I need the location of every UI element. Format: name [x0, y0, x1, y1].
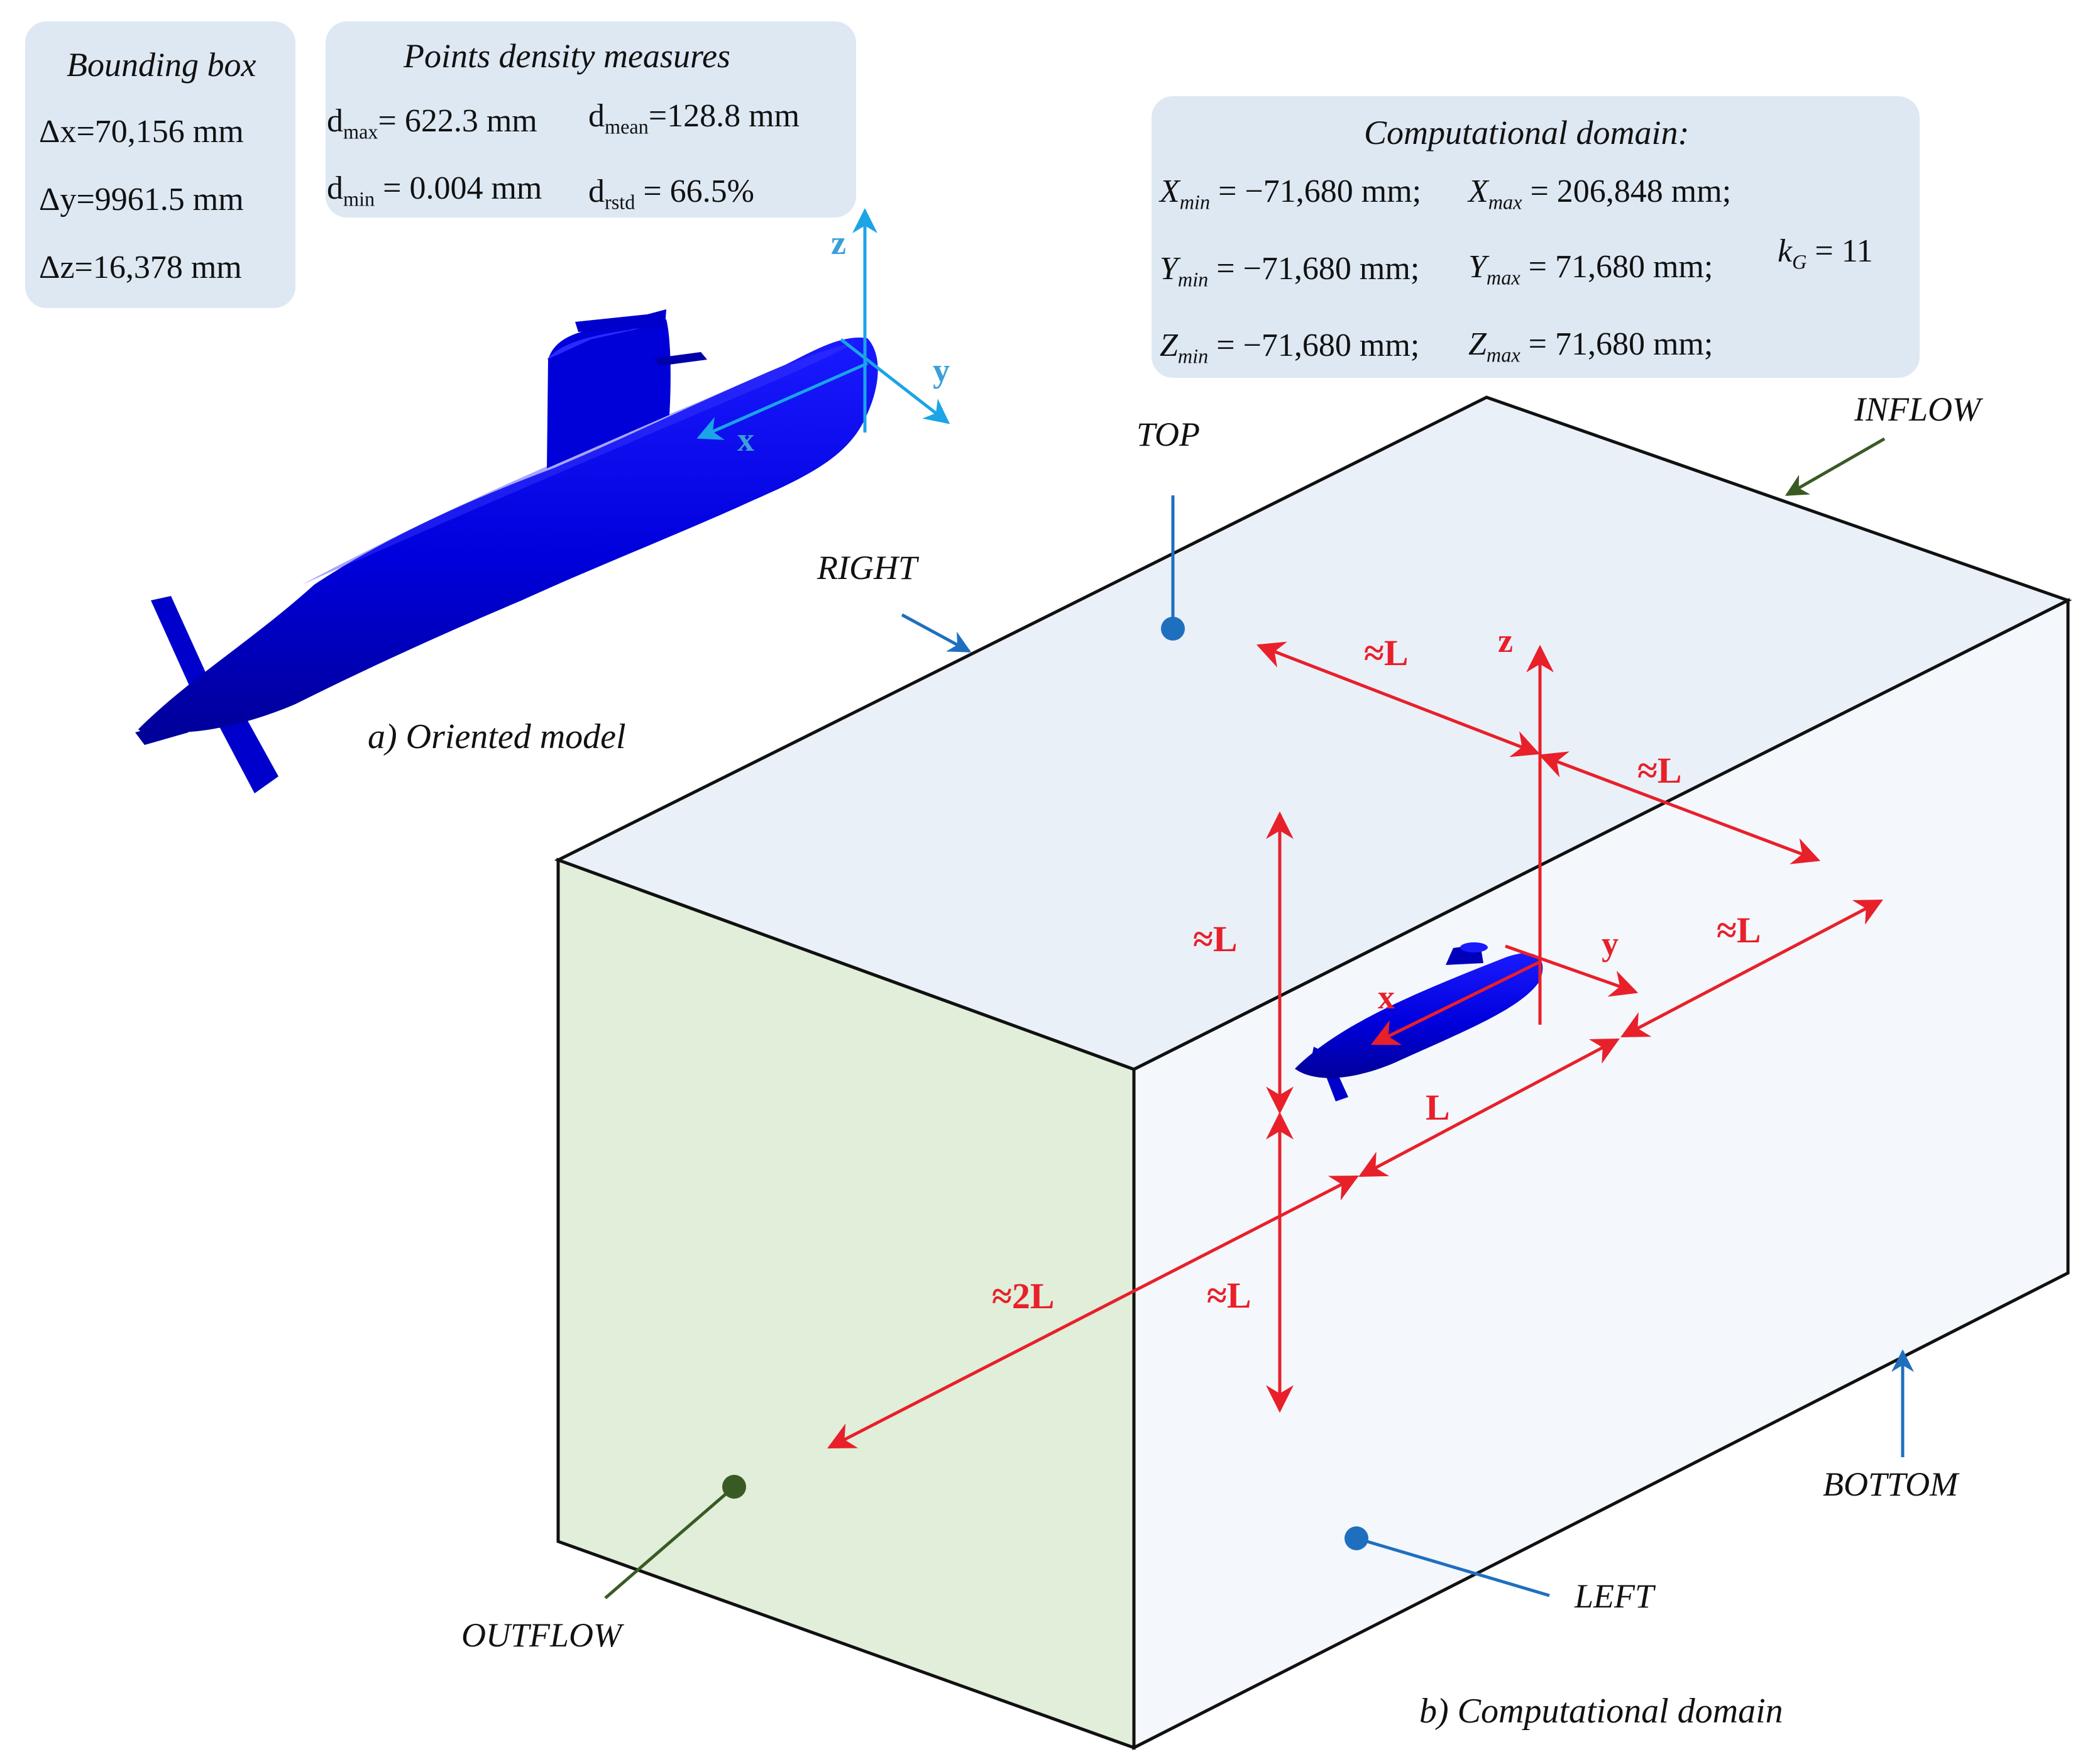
- dmax-subscript: max: [343, 120, 378, 143]
- domain-panel: [1152, 96, 1920, 378]
- model-axis-y-label: y: [933, 351, 950, 389]
- density-dmax: dmax= 622.3 mm: [327, 102, 537, 143]
- density-dmean: dmean=128.8 mm: [588, 97, 800, 138]
- dimension-lines: [827, 641, 1883, 1449]
- domain-zmin: Zmin = −71,680 mm;: [1160, 327, 1419, 368]
- xmax-symbol: X: [1468, 174, 1488, 209]
- density-drstd: drstd = 66.5%: [588, 173, 754, 214]
- bounding-box-title: Bounding box: [67, 46, 256, 84]
- zmin-subscript: min: [1177, 345, 1209, 368]
- density-panel: [326, 21, 856, 218]
- domain-ymin: Ymin = −71,680 mm;: [1160, 250, 1419, 291]
- ymax-symbol: Y: [1468, 249, 1487, 285]
- ymax-subscript: max: [1486, 266, 1520, 289]
- model-axes: [696, 208, 950, 440]
- domain-zmax: Zmax = 71,680 mm;: [1468, 326, 1713, 367]
- xmin-value: = −71,680 mm;: [1210, 174, 1422, 209]
- xmin-symbol: X: [1160, 174, 1180, 209]
- ymax-value: = 71,680 mm;: [1520, 249, 1713, 285]
- dmax-value: = 622.3 mm: [378, 103, 537, 139]
- drstd-subscript: rstd: [605, 190, 635, 214]
- outflow-marker: [722, 1475, 746, 1499]
- dim-top-right: ≈L: [1637, 750, 1682, 791]
- dmax-symbol: d: [327, 103, 343, 139]
- dmean-subscript: mean: [605, 115, 649, 138]
- dim-right-long: ≈L: [1717, 910, 1761, 951]
- xmin-subscript: min: [1179, 190, 1211, 214]
- dmean-value: =128.8 mm: [648, 98, 800, 134]
- domain-axis-z-label: z: [1498, 622, 1513, 659]
- dmin-value: = 0.004 mm: [375, 170, 542, 206]
- label-left: LEFT: [1575, 1577, 1654, 1615]
- drstd-symbol: d: [588, 174, 605, 209]
- domain-submarine: [1295, 942, 1543, 1101]
- bounding-box-dz: Δz=16,378 mm: [39, 250, 242, 285]
- ymin-subscript: min: [1177, 268, 1209, 291]
- label-outflow: OUTFLOW: [461, 1616, 622, 1654]
- kg-subscript: G: [1792, 250, 1807, 273]
- label-inflow: INFLOW: [1854, 390, 1981, 428]
- domain-ymax: Ymax = 71,680 mm;: [1468, 248, 1713, 289]
- label-bottom: BOTTOM: [1823, 1465, 1959, 1503]
- dim-outflow-long: ≈2L: [992, 1276, 1055, 1316]
- dim-middle: L: [1426, 1087, 1450, 1128]
- ymin-symbol: Y: [1160, 251, 1178, 287]
- density-title: Points density measures: [404, 37, 730, 75]
- inflow-leader: [1784, 437, 1886, 497]
- domain-title: Computational domain:: [1364, 114, 1690, 152]
- kg-value: = 11: [1806, 233, 1873, 269]
- xmax-subscript: max: [1488, 190, 1522, 214]
- dmean-symbol: d: [588, 98, 605, 134]
- bounding-box-dx: Δx=70,156 mm: [39, 114, 244, 150]
- dim-lower-vertical: ≈L: [1207, 1275, 1251, 1316]
- kg-symbol: k: [1778, 233, 1793, 269]
- domain-xmin: Xmin = −71,680 mm;: [1160, 173, 1421, 214]
- face-leaders: [604, 437, 1914, 1599]
- outflow-leader: [604, 1486, 735, 1599]
- ymin-value: = −71,680 mm;: [1208, 251, 1420, 287]
- density-dmin: dmin = 0.004 mm: [327, 170, 542, 211]
- dim-upper-vertical: ≈L: [1193, 918, 1238, 959]
- domain-xmax: Xmax = 206,848 mm;: [1468, 173, 1731, 214]
- right-leader: [901, 613, 972, 653]
- bounding-box-dy: Δy=9961.5 mm: [39, 182, 244, 218]
- zmin-symbol: Z: [1160, 328, 1178, 363]
- model-axis-z-label: z: [831, 224, 846, 262]
- top-marker: [1161, 617, 1185, 641]
- zmax-value: = 71,680 mm;: [1520, 326, 1713, 362]
- label-right: RIGHT: [817, 549, 917, 587]
- zmin-value: = −71,680 mm;: [1208, 328, 1420, 363]
- domain-kg: kG = 11: [1778, 233, 1873, 273]
- left-leader: [1356, 1536, 1550, 1597]
- domain-axis-x-label: x: [1378, 978, 1395, 1016]
- drstd-value: = 66.5%: [635, 174, 755, 209]
- xmax-value: = 206,848 mm;: [1522, 174, 1732, 209]
- caption-oriented-model: a) Oriented model: [368, 717, 626, 756]
- dmin-subscript: min: [343, 187, 375, 211]
- bounding-box-panel: [25, 21, 295, 308]
- dmin-symbol: d: [327, 170, 343, 206]
- dim-top-left: ≈L: [1364, 632, 1409, 673]
- model-axis-x-label: x: [737, 421, 754, 458]
- zmax-subscript: max: [1486, 343, 1520, 367]
- left-marker: [1344, 1526, 1368, 1550]
- model-submarine: [135, 309, 878, 793]
- zmax-symbol: Z: [1468, 326, 1487, 362]
- caption-computational-domain: b) Computational domain: [1419, 1692, 1783, 1731]
- label-top: TOP: [1136, 416, 1201, 453]
- domain-axis-y-label: y: [1602, 925, 1619, 962]
